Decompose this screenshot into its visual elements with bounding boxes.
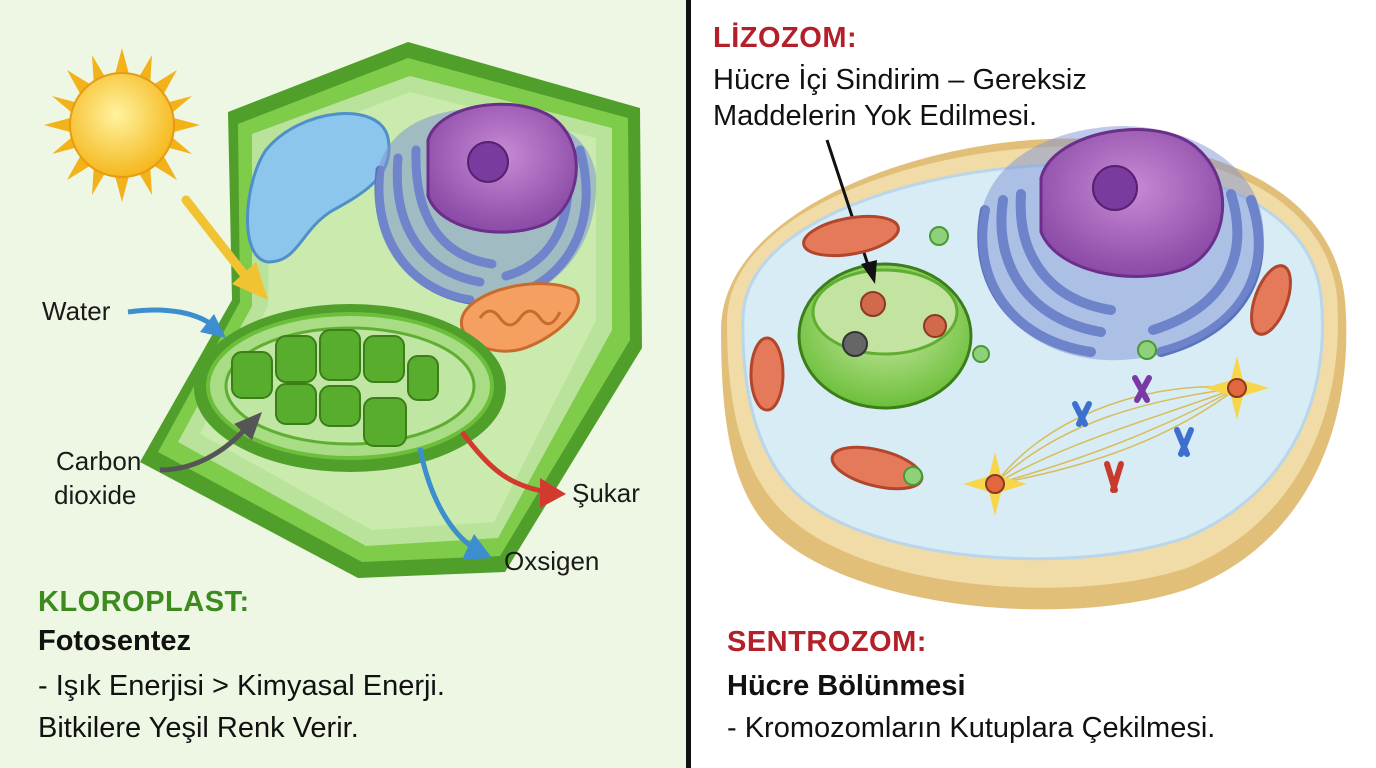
kloroplast-heading: KLOROPLAST: <box>38 586 250 618</box>
mitochondria <box>749 214 1292 491</box>
kloroplast-desc-line1: - Işık Enerjisi > Kimyasal Enerji. <box>38 670 445 702</box>
chloroplast <box>194 304 506 472</box>
plant-cell-illustration <box>44 42 642 578</box>
hucre-bolunmesi-subheading: Hücre Bölünmesi <box>727 670 966 702</box>
animal-cell-panel: LİZOZOM: Hücre İçi Sindirim – Gereksiz M… <box>691 0 1376 768</box>
lysosome <box>797 262 973 410</box>
arrow-icon <box>417 447 492 560</box>
arrow-icon <box>459 430 566 508</box>
oxygen-label: Oxsigen <box>504 546 600 576</box>
sentrozom-heading: SENTROZOM: <box>727 626 927 658</box>
lizozom-desc-line1: Hücre İçi Sindirim – Gereksiz <box>713 64 1087 96</box>
sun-icon <box>44 48 200 202</box>
nucleolus <box>467 141 509 183</box>
lizozom-desc-line2: Maddelerin Yok Edilmesi. <box>713 100 1038 132</box>
water-label: Water <box>42 296 111 326</box>
vacuole <box>246 112 391 264</box>
plant-cell <box>140 42 642 578</box>
nucleolus <box>1092 165 1138 211</box>
mitochondrion <box>460 282 580 353</box>
sentrozom-desc-line1: - Kromozomların Kutuplara Çekilmesi. <box>727 712 1216 744</box>
centrosome <box>963 356 1269 516</box>
kloroplast-desc-line2: Bitkilere Yeşil Renk Verir. <box>38 712 359 744</box>
vesicles <box>903 226 1157 486</box>
panel-divider <box>686 0 691 768</box>
carbon-dioxide-label-line2: dioxide <box>54 480 137 510</box>
lizozom-heading: LİZOZOM: <box>713 22 858 54</box>
arrow-icon <box>159 412 262 473</box>
arrow-icon <box>127 307 226 338</box>
animal-cell-illustration <box>721 126 1347 610</box>
sugar-label: Şukar <box>572 478 640 508</box>
chromosomes <box>1072 375 1194 493</box>
fotosentez-subheading: Fotosentez <box>38 625 192 657</box>
carbon-dioxide-label-line1: Carbon <box>56 446 142 476</box>
kloroplast-panel: Water Carbon dioxide Şukar Oxsigen KLORO… <box>0 0 686 768</box>
arrow-icon <box>181 195 268 300</box>
